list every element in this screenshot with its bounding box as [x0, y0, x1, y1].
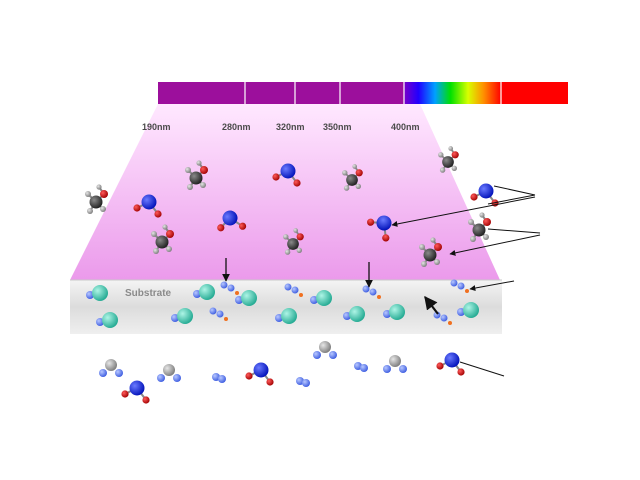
spectrum-bar: [158, 82, 568, 104]
visible-band: [404, 82, 501, 104]
leader-line: [487, 194, 536, 205]
ammonia-molecule: [383, 355, 407, 373]
methanol-molecule: [84, 183, 109, 215]
leader-line: [459, 361, 505, 377]
substrate-label: Substrate: [125, 288, 172, 299]
nitrogen-molecule: [354, 362, 368, 372]
ammonia-molecule: [99, 359, 123, 377]
leader-line: [391, 196, 536, 227]
no2-molecule: [120, 379, 151, 405]
ammonia-molecule: [313, 341, 337, 359]
nitrogen-molecule: [296, 377, 310, 387]
leader-line: [487, 228, 541, 234]
product-molecules: [99, 341, 466, 405]
no2-molecule: [244, 361, 275, 387]
wavelength-label-400: 400nm: [391, 122, 420, 132]
wavelength-label-320: 320nm: [276, 122, 305, 132]
nitrogen-molecule: [212, 373, 226, 383]
desorption-arrow: [424, 295, 439, 315]
wavelength-label-350: 350nm: [323, 122, 352, 132]
leader-line: [449, 234, 541, 256]
ammonia-molecule: [157, 364, 181, 382]
wavelength-label-280: 280nm: [222, 122, 251, 132]
light-cone: [70, 104, 500, 280]
uv-band: [158, 82, 404, 104]
no2-molecule: [435, 351, 466, 377]
wavelength-label-190: 190nm: [142, 122, 171, 132]
leader-line: [493, 185, 536, 196]
red-band: [501, 82, 568, 104]
leader-line: [469, 280, 515, 291]
annotation-arrows: [222, 185, 541, 377]
